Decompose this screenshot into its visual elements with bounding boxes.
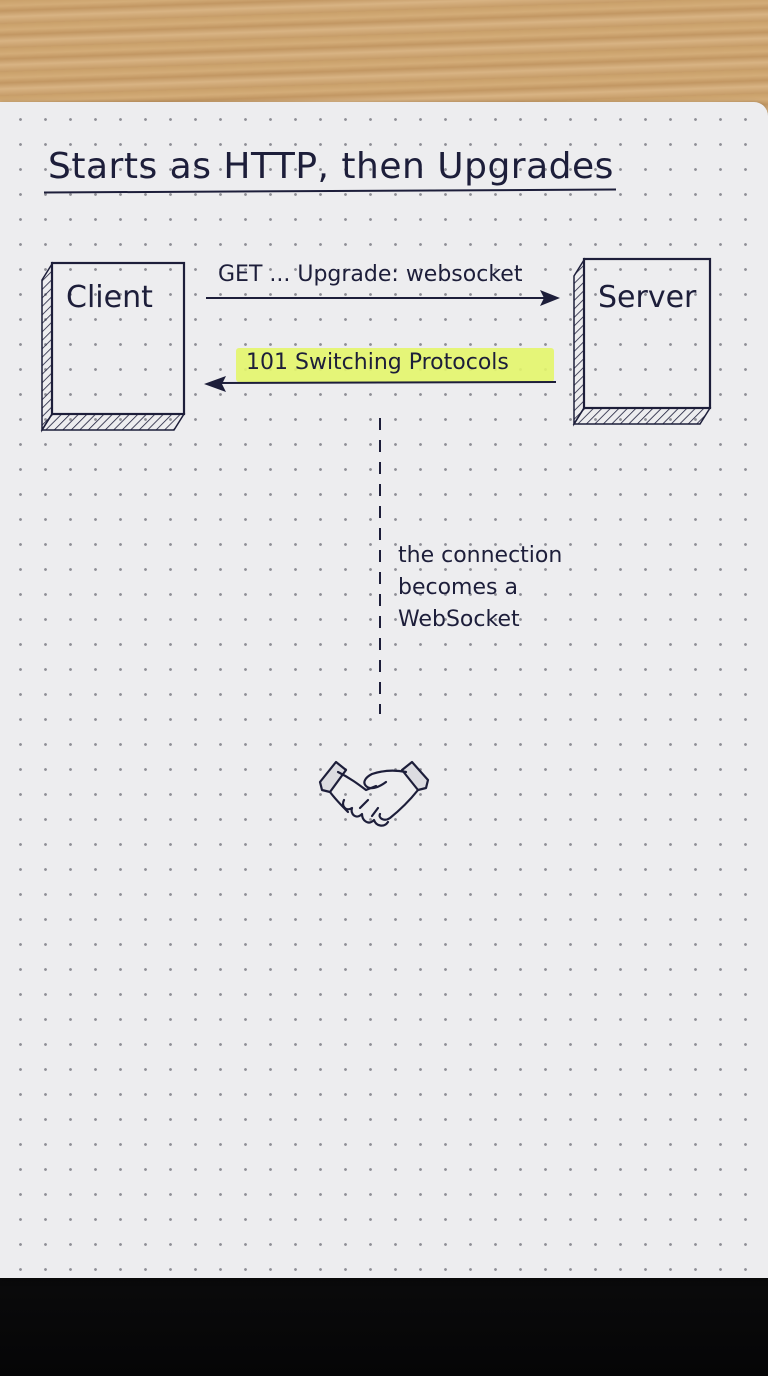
handshake-icon bbox=[318, 760, 430, 827]
request-arrow bbox=[206, 290, 560, 306]
connection-note: the connection becomes a WebSocket bbox=[398, 540, 562, 636]
diagram-title: Starts as HTTP, then Upgrades bbox=[48, 146, 614, 187]
response-label: 101 Switching Protocols bbox=[246, 350, 509, 375]
client-label: Client bbox=[66, 280, 153, 315]
server-box bbox=[572, 257, 712, 427]
request-label: GET ... Upgrade: websocket bbox=[218, 262, 523, 287]
client-box bbox=[40, 261, 186, 433]
note-line: WebSocket bbox=[398, 607, 520, 632]
response-arrow bbox=[204, 376, 557, 392]
response-highlight bbox=[236, 348, 554, 382]
server-label: Server bbox=[598, 280, 697, 315]
dark-surface bbox=[0, 1270, 768, 1376]
wooden-desk bbox=[0, 0, 768, 120]
note-line: becomes a bbox=[398, 575, 518, 600]
note-line: the connection bbox=[398, 543, 563, 568]
